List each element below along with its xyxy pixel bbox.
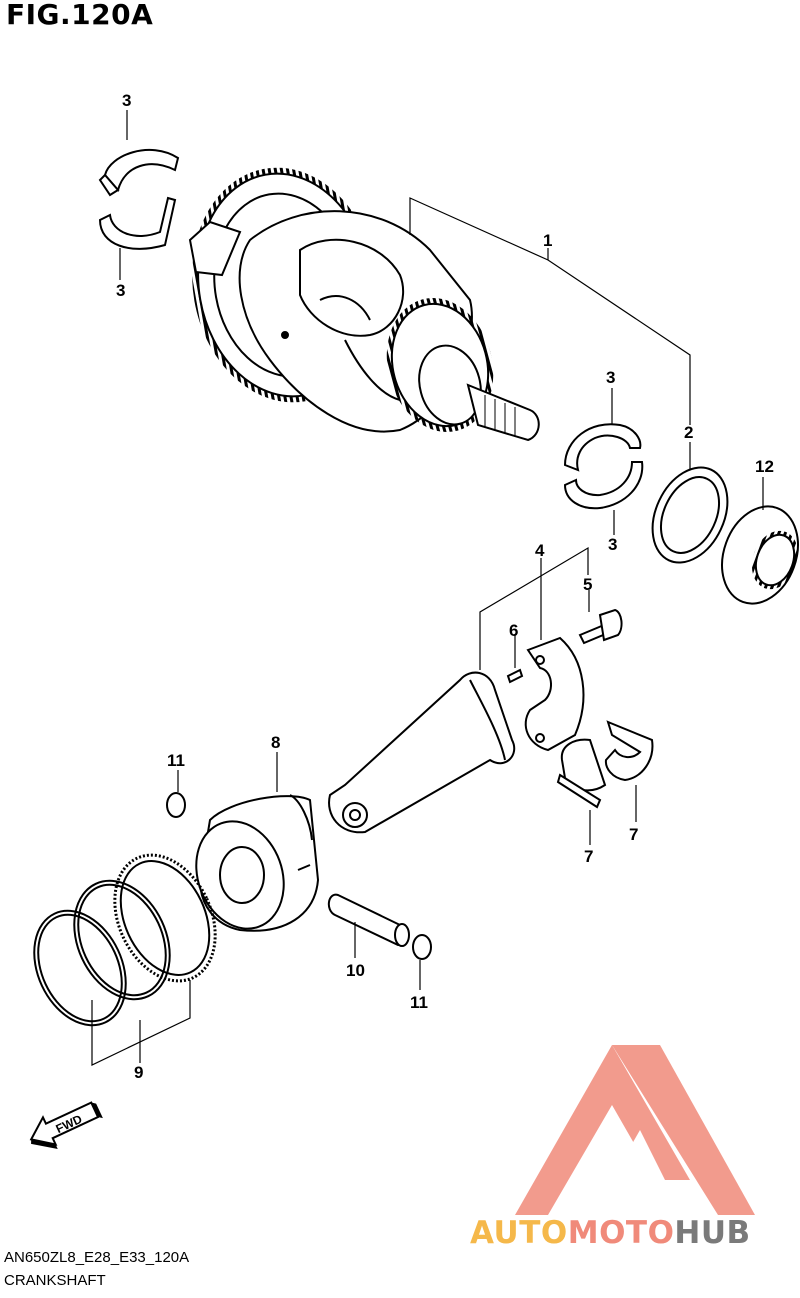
callout-9: 9: [134, 1063, 143, 1082]
callout-3-upper: 3: [122, 91, 131, 110]
callout-7-right: 7: [629, 825, 638, 844]
callout-2: 2: [684, 423, 693, 442]
logo-text-auto: AUTO: [470, 1215, 568, 1251]
callout-6: 6: [509, 621, 518, 640]
piston-rings-part: [33, 853, 217, 1027]
logo-text-hub: HUB: [674, 1215, 751, 1251]
drive-gear-part: [721, 505, 799, 605]
callout-1: 1: [543, 231, 552, 250]
watermark-logo-icon: [515, 1045, 755, 1215]
figure-title: FIG.120A: [6, 0, 154, 31]
crankshaft-part: [188, 167, 540, 442]
piston-part: [195, 794, 320, 932]
fwd-arrow-icon: FWD: [29, 1101, 103, 1150]
leader-lines: [91, 110, 764, 1066]
callout-4: 4: [535, 541, 545, 560]
watermark-logo-text: AUTOMOTOHUB: [470, 1215, 751, 1251]
callout-3-lower: 3: [116, 281, 125, 300]
diagram-name: CRANKSHAFT: [4, 1272, 106, 1289]
piston-pin-part: [327, 893, 410, 947]
callout-12: 12: [755, 457, 774, 476]
circlip-upper-part: [166, 792, 186, 818]
diagram-code: AN650ZL8_E28_E33_120A: [4, 1249, 190, 1266]
connecting-rod-part: [328, 608, 623, 834]
logo-text-moto: MOTO: [567, 1215, 675, 1251]
circlip-lower-part: [412, 934, 432, 960]
fwd-label: FWD: [54, 1112, 85, 1136]
rod-bearings-part: [556, 720, 654, 809]
callout-11-upper: 11: [167, 751, 185, 770]
callout-11-lower: 11: [410, 993, 428, 1012]
callout-3-right-lower: 3: [608, 535, 617, 554]
callout-5: 5: [583, 575, 592, 594]
thrust-washer-part: [651, 466, 729, 564]
callout-8: 8: [271, 733, 280, 752]
callout-7-left: 7: [584, 847, 593, 866]
main-bearing-upper-left: [98, 148, 180, 250]
main-bearing-right: [563, 423, 644, 510]
callout-3-right-upper: 3: [606, 368, 615, 387]
callout-10: 10: [346, 961, 365, 980]
